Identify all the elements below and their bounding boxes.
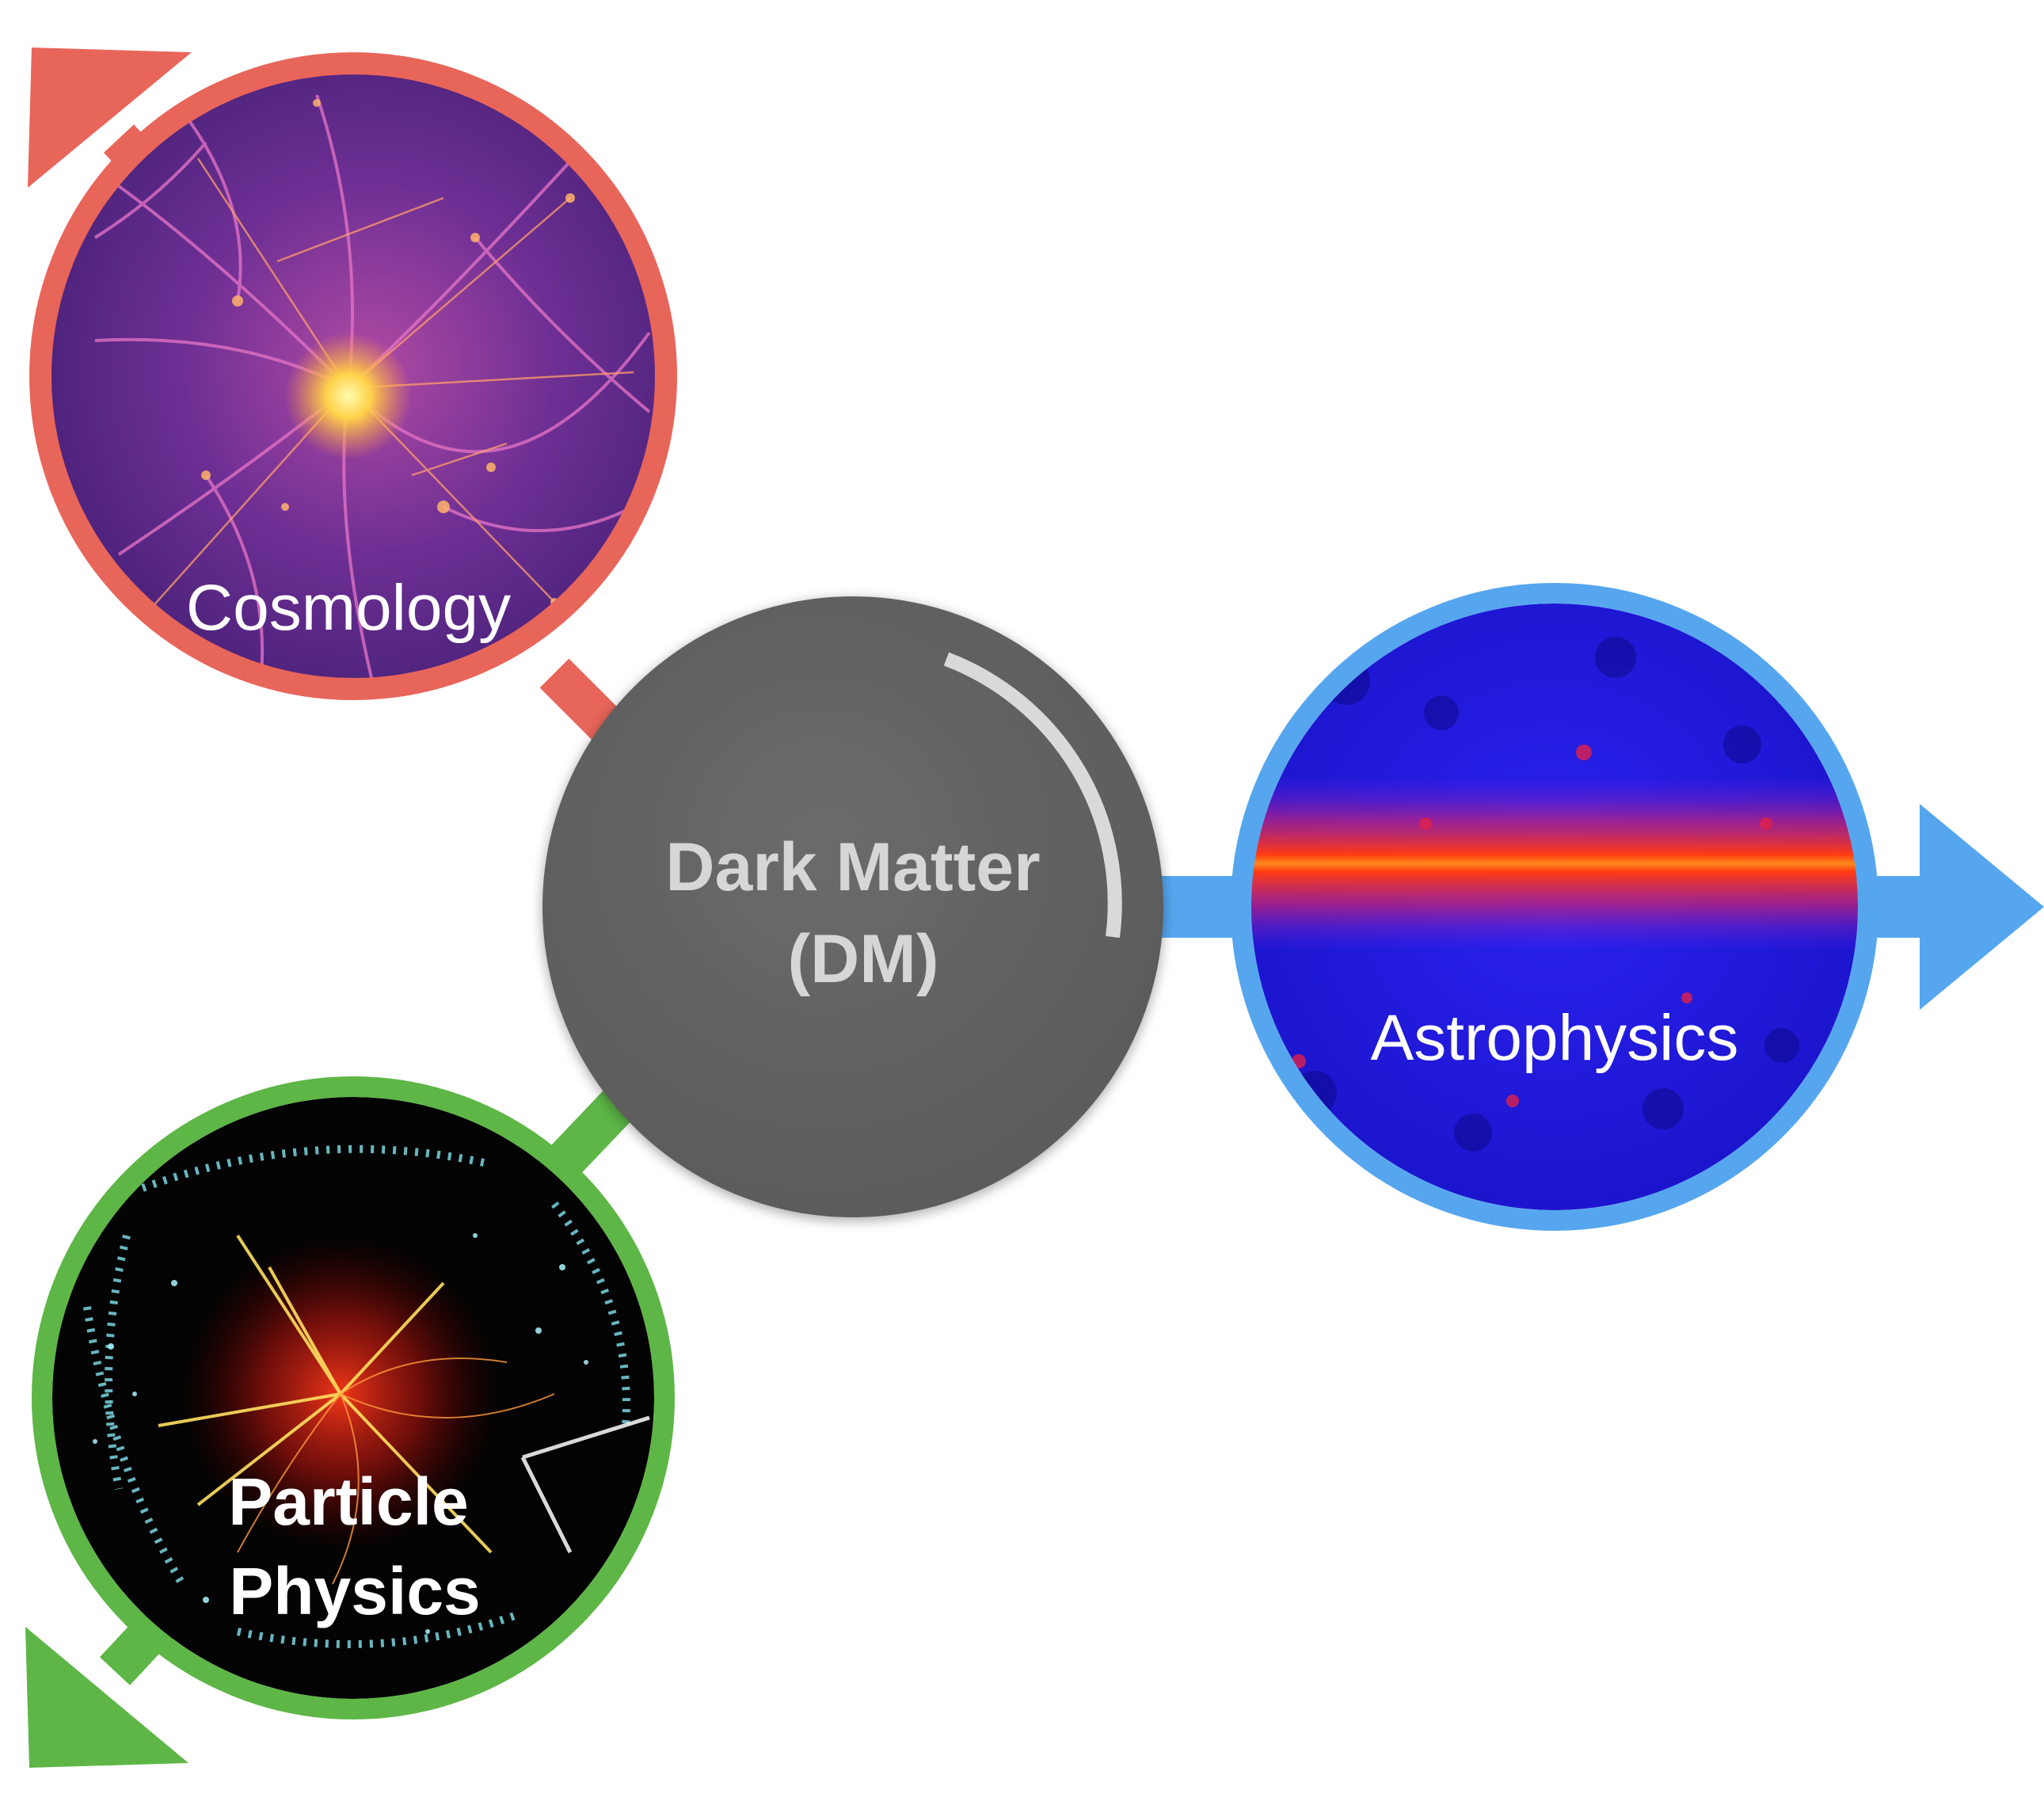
gamma-ray-sky-image: [1251, 604, 1858, 1210]
dark-matter-circle: [542, 596, 1163, 1217]
dark-matter-highlight-arc: [943, 652, 1122, 939]
dark-matter-title: Dark Matter: [665, 829, 1040, 905]
cosmic-web-image: [51, 74, 656, 679]
particle-physics-ring: [32, 1076, 675, 1719]
dark-matter-node[interactable]: Dark Matter (DM): [542, 596, 1163, 1217]
astrophysics-node[interactable]: Astrophysics: [1231, 583, 1878, 1231]
cosmology-node[interactable]: Cosmology: [29, 52, 677, 700]
dark-matter-abbrev: (DM): [787, 921, 938, 997]
collision-event-image: [52, 1097, 654, 1699]
cosmology-ring: [29, 52, 677, 700]
particle-physics-label-line2: Physics: [229, 1554, 481, 1628]
cosmology-label: Cosmology: [186, 572, 511, 644]
particle-physics-label-line1: Particle: [228, 1464, 469, 1539]
particle-physics-node[interactable]: Particle Physics: [32, 1076, 675, 1719]
astrophysics-ring: [1231, 583, 1878, 1231]
astrophysics-label: Astrophysics: [1371, 1002, 1739, 1074]
